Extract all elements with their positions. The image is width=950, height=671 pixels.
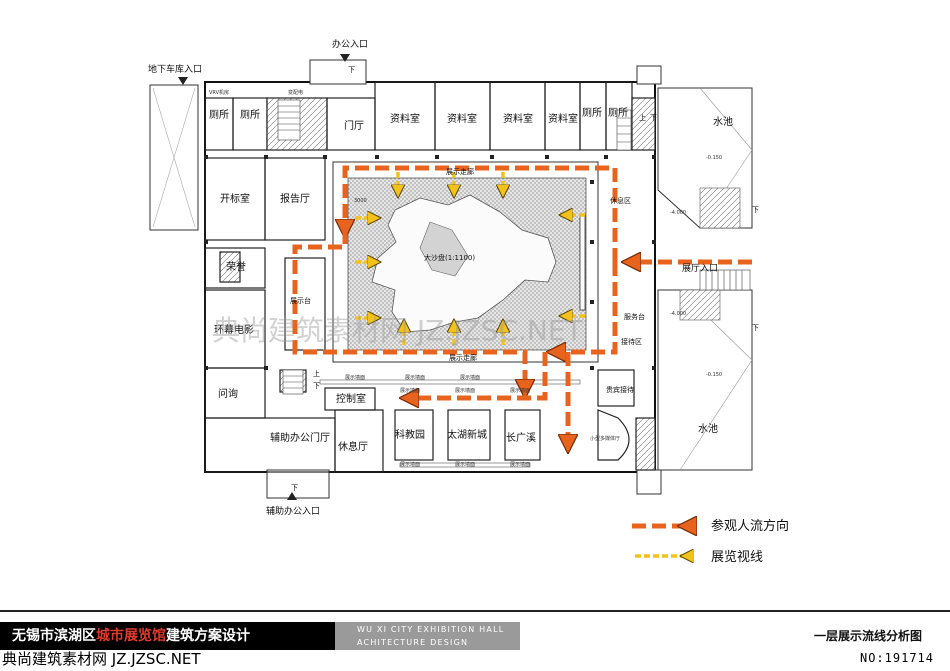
watermark: 典尚建筑素材网 JZ.JZSC.NET <box>212 314 584 347</box>
structural-columns <box>204 155 656 370</box>
legend-exhibit-sight: 展览视线 <box>711 549 763 565</box>
archive-label-2: 资料室 <box>447 112 477 125</box>
lobby-label: 门厅 <box>344 119 364 132</box>
pool-top-label: 水池 <box>713 115 733 128</box>
garage-ramp <box>149 84 199 231</box>
room-labels: 办公入口 地下车库入口 辅助办公入口 展厅入口 下 下 下 下 上 下 上 下 … <box>148 38 759 517</box>
vip-label: 贵宾接待 <box>606 385 634 394</box>
visitor-flow-arrows <box>292 165 752 445</box>
honor-label: 荣誉 <box>226 260 246 273</box>
sandtable-map <box>371 194 557 333</box>
panel-label-6: 展示墙面 <box>510 387 530 394</box>
archive-label-1: 资料室 <box>390 112 420 125</box>
english-title: WU XI CITY EXHIBITION HALL ACHITECTURE D… <box>335 622 520 650</box>
project-title-before: 无锡市滨湖区 <box>12 628 96 644</box>
ring-cinema-label: 环幕电影 <box>214 323 254 336</box>
down-label-2: 下 <box>291 484 298 492</box>
pool-top-structure <box>657 87 753 229</box>
display-panels <box>319 379 581 468</box>
office-entrance-label: 办公入口 <box>332 38 368 50</box>
pool-bottom-label: 水池 <box>698 422 718 435</box>
panel-label-1: 展示墙面 <box>345 374 365 381</box>
site-name: 典尚建筑素材网 JZ.JZSC.NET <box>2 650 201 668</box>
legend-visitor-flow: 参观人流方向 <box>711 518 789 534</box>
level-label-3: -4.000 <box>670 311 686 317</box>
page-title: 一层展示流线分析图 <box>813 629 922 643</box>
stairs <box>277 99 751 395</box>
inquiry-label: 问询 <box>218 387 238 400</box>
bid-room-label: 开标室 <box>220 192 250 205</box>
dimension-label: 3000 <box>354 198 367 204</box>
title-bar: 无锡市滨湖区城市展览馆建筑方案设计 WU XI CITY EXHIBITION … <box>0 610 950 671</box>
report-hall-label: 报告厅 <box>280 192 310 205</box>
garage-entrance-label: 地下车库入口 <box>148 63 202 75</box>
entrance-arrows <box>178 54 350 500</box>
toilet-label-3: 厕所 <box>582 107 602 119</box>
panel-label-8: 展示墙面 <box>455 461 475 468</box>
service-desk-label: 服务台 <box>624 312 645 321</box>
panel-label-4: 展示墙面 <box>400 387 420 394</box>
project-title: 无锡市滨湖区城市展览馆建筑方案设计 <box>0 622 335 650</box>
panel-label-2: 展示墙面 <box>405 374 425 381</box>
up-label-2: 上 <box>313 369 320 378</box>
science-label: 科教园 <box>395 428 425 441</box>
english-title-line-2: ACHITECTURE DESIGN <box>357 638 469 647</box>
english-title-line-1: WU XI CITY EXHIBITION HALL <box>357 625 505 634</box>
down-label-6: 下 <box>313 382 320 390</box>
down-label-4: 下 <box>752 324 759 332</box>
main-hall-entrance-label: 展厅入口 <box>682 263 718 274</box>
archive-label-4: 资料室 <box>548 112 578 125</box>
panel-label-7: 展示墙面 <box>400 461 420 468</box>
floor-plan: 办公入口 地下车库入口 辅助办公入口 展厅入口 下 下 下 下 上 下 上 下 … <box>148 38 789 565</box>
showcase-label: 展示台 <box>290 296 311 305</box>
level-label-1: -0.150 <box>706 155 722 161</box>
rest-area-label: 休息区 <box>610 196 631 205</box>
toilet-label-2: 厕所 <box>240 109 260 121</box>
legend: 参观人流方向 展览视线 <box>632 518 789 565</box>
title-bar-rule <box>0 610 950 612</box>
panel-label-9: 展示墙面 <box>510 461 530 468</box>
reception-area-label: 接待区 <box>621 337 642 346</box>
panel-label-5: 展示墙面 <box>455 387 475 394</box>
toilet-label-1: 厕所 <box>209 109 229 121</box>
vrv-label: VRV机房 <box>209 89 229 96</box>
down-label-5: 下 <box>650 114 657 122</box>
panel-label-3: 展示墙面 <box>460 374 480 381</box>
corridor-top-label: 展示走廊 <box>446 167 474 176</box>
drawing-number: NO:191714 <box>859 651 934 665</box>
up-label-1: 上 <box>639 113 646 122</box>
level-label-4: -0.150 <box>706 372 722 378</box>
toilet-label-4: 厕所 <box>608 107 628 119</box>
corridor-bottom-label: 展示走廊 <box>449 353 477 362</box>
ele-label: 变配电 <box>288 89 303 96</box>
archive-label-3: 资料室 <box>503 112 533 125</box>
project-title-after: 建筑方案设计 <box>166 628 250 644</box>
aux-office-entrance-label: 辅助办公入口 <box>266 505 320 517</box>
pool-bottom-structure <box>657 289 753 471</box>
taihu-label: 太湖新城 <box>447 428 487 441</box>
changguang-label: 长广溪 <box>506 432 536 444</box>
project-title-highlight: 城市展览馆 <box>96 628 166 644</box>
sandtable-label: 大沙盘(1:1100) <box>424 253 475 262</box>
lounge-label: 休息厅 <box>338 440 368 453</box>
exhibit-sight-arrows <box>355 172 585 345</box>
down-label-3: 下 <box>752 206 759 214</box>
small-hall-label: 小型多媒体厅 <box>590 435 620 442</box>
control-room-label: 控制室 <box>336 392 366 405</box>
aux-lobby-label: 辅助办公门厅 <box>270 431 330 444</box>
down-label-1: 下 <box>348 66 355 74</box>
level-label-2: -4.000 <box>670 210 686 216</box>
